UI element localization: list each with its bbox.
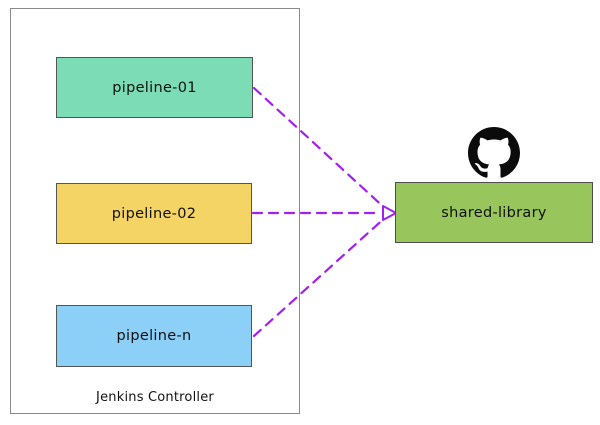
node-pipeline-02-label: pipeline-02 (111, 205, 197, 222)
node-pipeline-02: pipeline-02 (56, 183, 252, 244)
node-pipeline-n-label: pipeline-n (116, 328, 192, 344)
node-shared-library: shared-library (395, 182, 593, 243)
github-icon (468, 127, 520, 179)
node-shared-library-label: shared-library (441, 204, 547, 221)
node-pipeline-n: pipeline-n (56, 305, 252, 367)
node-pipeline-01: pipeline-01 (56, 57, 253, 118)
node-pipeline-01-label: pipeline-01 (112, 79, 197, 96)
jenkins-controller-label: Jenkins Controller (96, 390, 214, 405)
